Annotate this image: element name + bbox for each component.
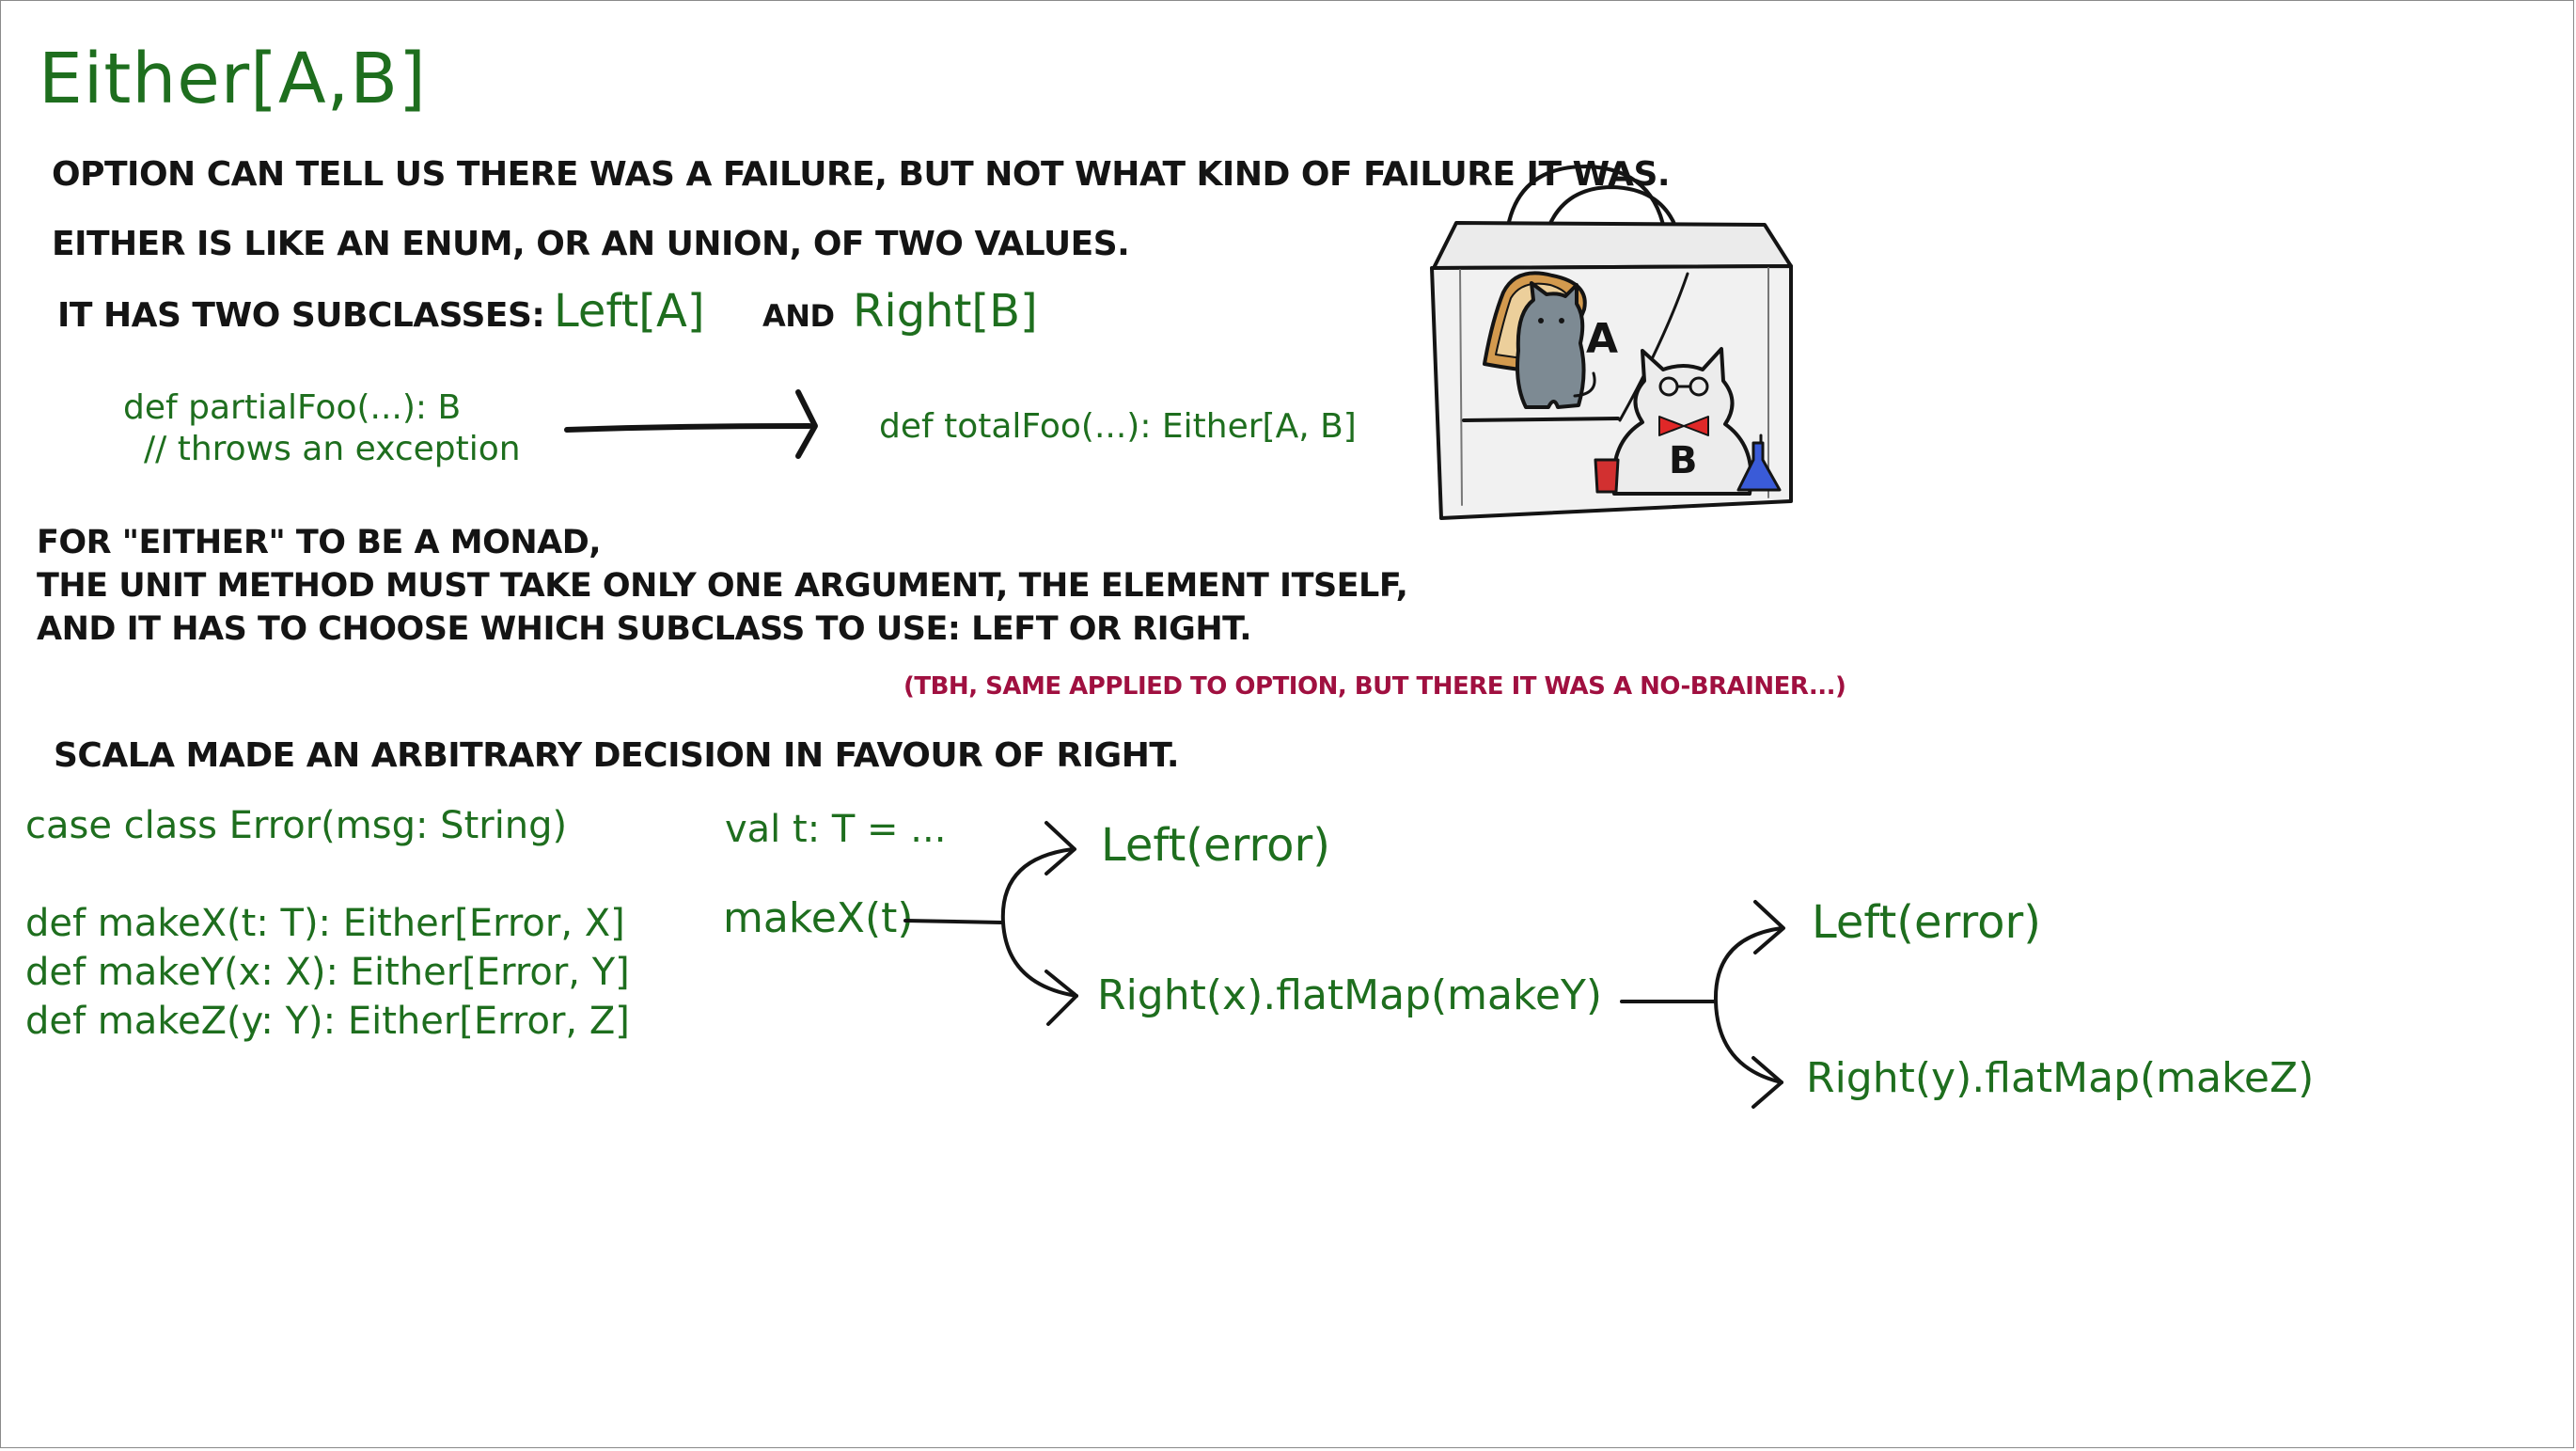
make-x-call: makeX(t) bbox=[723, 894, 914, 942]
val-t-line: val t: T = ... bbox=[725, 808, 947, 851]
left-error-2: Left(error) bbox=[1812, 896, 2041, 949]
monad-line-1: FOR "EITHER" TO BE A MONAD, bbox=[37, 524, 602, 561]
beaker-red-icon bbox=[1594, 458, 1620, 494]
cat-b-icon bbox=[1611, 347, 1753, 496]
monad-line-3: AND IT HAS TO CHOOSE WHICH SUBCLASS TO U… bbox=[37, 610, 1252, 648]
right-type: Right[B] bbox=[853, 285, 1038, 338]
branch-arrow-1 bbox=[903, 821, 1078, 1026]
and-word: AND bbox=[762, 298, 835, 334]
intro-line-1: OPTION CAN TELL US THERE WAS A FAILURE, … bbox=[52, 155, 1671, 194]
make-z-signature: def makeZ(y: Y): Either[Error, Z] bbox=[25, 1000, 630, 1043]
partial-signature: def partialFoo(...): B bbox=[123, 388, 462, 427]
bag-label-a: A bbox=[1586, 315, 1619, 363]
beaker-blue-icon bbox=[1736, 441, 1782, 492]
right-x-flatmap: Right(x).flatMap(makeY) bbox=[1097, 971, 1603, 1019]
branch-arrow-2 bbox=[1620, 900, 1785, 1109]
case-class-line: case class Error(msg: String) bbox=[25, 804, 568, 847]
bag-handle-back bbox=[1503, 165, 1669, 259]
cat-a-icon bbox=[1516, 281, 1586, 409]
left-type: Left[A] bbox=[554, 285, 705, 338]
intro-line-2: EITHER IS LIKE AN ENUM, OR AN UNION, OF … bbox=[52, 225, 1130, 263]
bowtie-icon bbox=[1658, 416, 1709, 436]
slide-title: Either[A,B] bbox=[39, 39, 427, 119]
intro-line-3-prefix: IT HAS TWO SUBCLASSES: bbox=[57, 296, 545, 335]
tbh-note: (TBH, SAME APPLIED TO OPTION, BUT THERE … bbox=[903, 672, 1846, 701]
left-error-1: Left(error) bbox=[1101, 819, 1330, 872]
make-x-signature: def makeX(t: T): Either[Error, X] bbox=[25, 902, 625, 945]
partial-comment: // throws an exception bbox=[144, 430, 521, 468]
scala-decision: SCALA MADE AN ARBITRARY DECISION IN FAVO… bbox=[54, 736, 1180, 775]
bag-label-b: B bbox=[1669, 439, 1698, 482]
bag-top bbox=[1432, 221, 1793, 270]
bag-illustration bbox=[1430, 165, 1793, 520]
conversion-arrow bbox=[564, 389, 818, 459]
total-signature: def totalFoo(...): Either[A, B] bbox=[879, 407, 1357, 446]
right-y-flatmap: Right(y).flatMap(makeZ) bbox=[1806, 1054, 2315, 1102]
make-y-signature: def makeY(x: X): Either[Error, Y] bbox=[25, 951, 630, 994]
monad-line-2: THE UNIT METHOD MUST TAKE ONLY ONE ARGUM… bbox=[37, 567, 1408, 605]
